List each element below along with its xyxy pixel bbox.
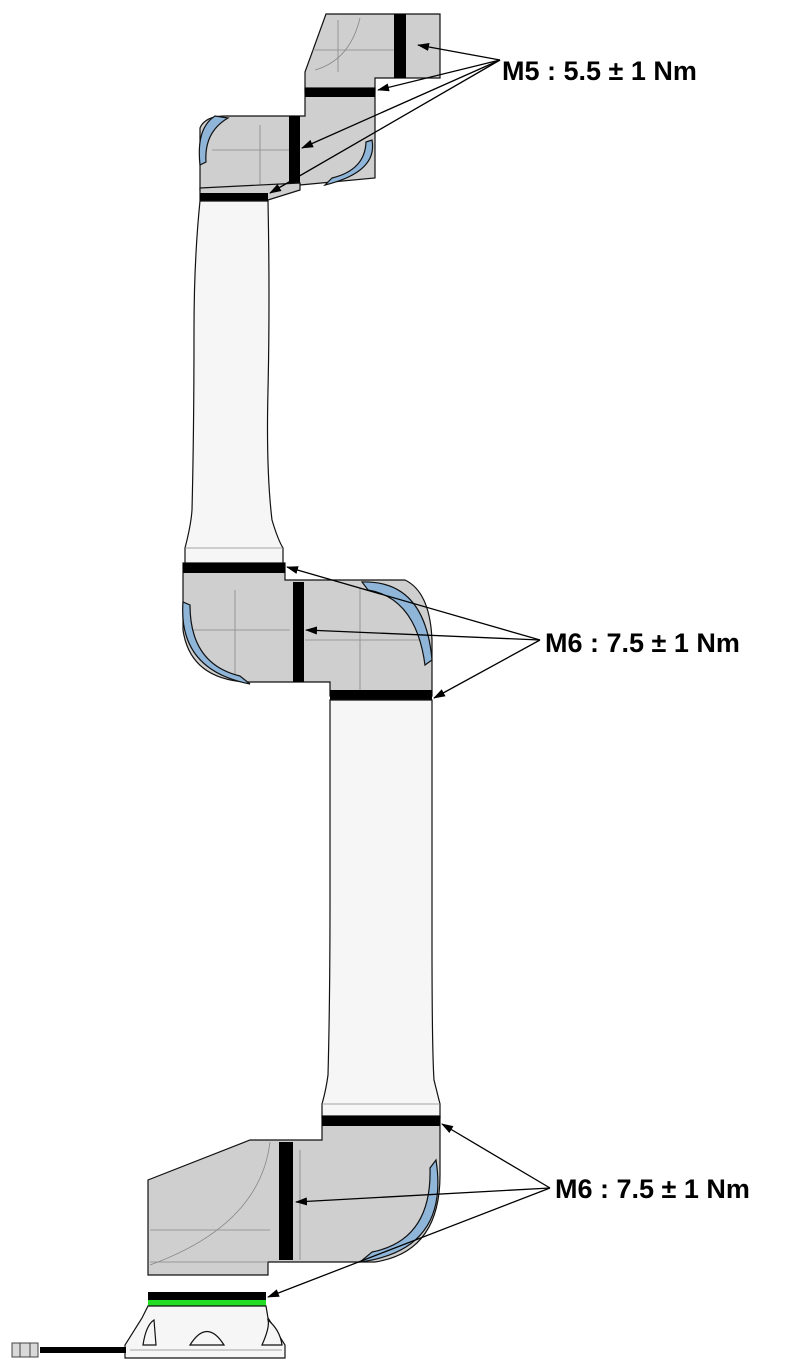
wrist-2-joint [198,87,376,191]
elbow-callout-arrows [286,566,541,699]
forearm-link [184,200,284,566]
elbow-joint [182,562,433,700]
base-cable [11,1342,126,1358]
shoulder-top-bolt-ring [322,1116,440,1126]
elbow-bottom-bolt-ring [330,690,432,700]
base-status-ring [148,1300,266,1306]
wrist-2-cap-left [198,115,230,166]
elbow-cap-left [182,601,251,685]
shoulder-joint [147,1115,441,1276]
wrist-1-bolt-ring [200,193,268,201]
wrist-torque-label: M5 : 5.5 ± 1 Nm [502,56,697,86]
wrist-2-cap-right [323,139,374,187]
base-torque-label: M6 : 7.5 ± 1 Nm [555,1174,750,1204]
shoulder-cap [358,1158,439,1263]
elbow-side-bolt-ring [293,582,304,682]
base-callout-arrows [267,1123,551,1298]
base [11,1292,286,1359]
elbow-torque-label: M6 : 7.5 ± 1 Nm [545,628,740,658]
wrist-callout-arrows [269,43,501,194]
wrist-3-joint [304,13,441,93]
upper-arm-link [321,699,441,1119]
base-bolt-ring [148,1292,266,1300]
wrist-3-bolt-ring [394,14,406,78]
wrist-2-side-bolt-ring [289,116,300,184]
shoulder-side-bolt-ring [279,1142,293,1260]
wrist-2-top-bolt-ring [305,88,375,97]
elbow-top-bolt-ring [183,563,285,573]
